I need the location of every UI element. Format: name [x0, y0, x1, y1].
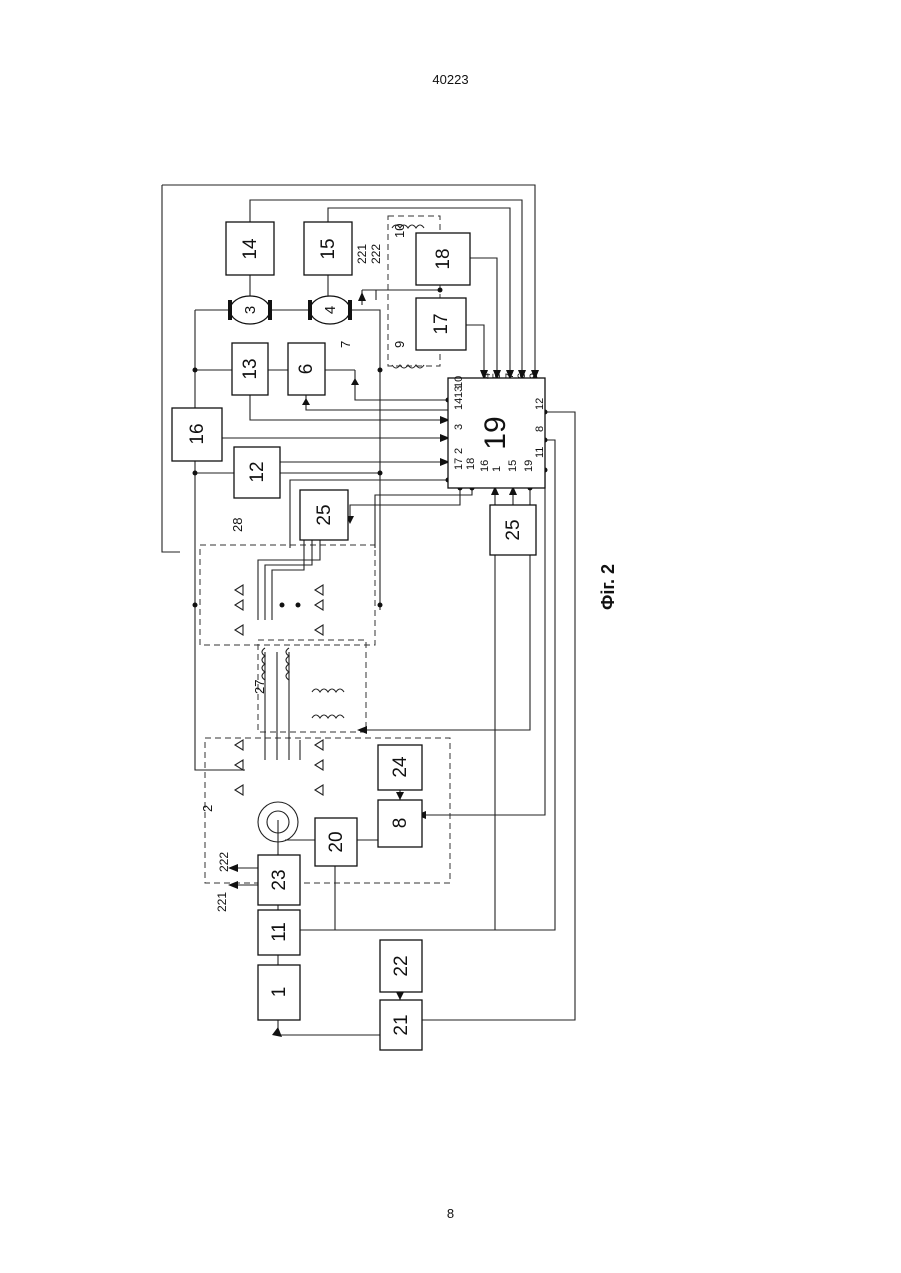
port-7: 7 — [504, 373, 516, 379]
block-19-label: 20 — [326, 831, 347, 852]
port-9: 9 — [528, 373, 540, 379]
machine-4-label: 4 — [322, 306, 339, 314]
callout-27: 27 — [252, 680, 267, 694]
group-27-boundary — [258, 640, 366, 732]
block-20: 21 — [380, 1000, 422, 1050]
block-19: 20 — [315, 818, 357, 866]
callout-10: 10 — [392, 224, 407, 238]
port-16: 16 — [479, 460, 491, 472]
block-20-label: 21 — [391, 1014, 412, 1035]
port-19: 19 — [523, 460, 535, 472]
block-23-label: 22 — [391, 955, 412, 976]
block-6-label: 6 — [296, 364, 317, 375]
block-16-label: 16 — [187, 423, 208, 444]
callout-9: 9 — [392, 341, 407, 348]
block-14: 14 — [226, 222, 274, 275]
block-25-lower: 25 — [490, 505, 536, 555]
block-12: 12 — [234, 447, 280, 498]
block-13: 13 — [232, 343, 268, 395]
block-1-label: 1 — [269, 987, 290, 998]
block-17: 17 — [416, 298, 466, 350]
block-22: 23 — [258, 855, 300, 905]
ports-21-top: 4 5 7 6 9 — [481, 373, 540, 379]
port-17: 17 — [453, 458, 465, 470]
block-21-label: 19 — [479, 416, 512, 449]
block-15: 15 — [304, 222, 352, 275]
rectifier-diodes — [235, 585, 323, 795]
port-3: 3 — [453, 424, 465, 430]
block-25-lower-label: 25 — [503, 519, 524, 540]
port-1: 1 — [491, 466, 503, 472]
block-17-label: 17 — [431, 313, 452, 334]
block-24: 24 — [378, 745, 422, 790]
machine-3-label: 3 — [242, 306, 259, 314]
port-15: 15 — [507, 460, 519, 472]
block-11: 11 — [258, 910, 300, 955]
block-6: 6 — [288, 343, 325, 395]
port-10: 10 — [453, 376, 465, 388]
block-11-label: 11 — [269, 922, 290, 942]
block-16: 16 — [172, 408, 222, 461]
signal-222-bottom: 222 — [217, 852, 231, 872]
block-25-upper-label: 25 — [314, 504, 335, 525]
block-15-label: 15 — [318, 238, 339, 259]
block-13-label: 13 — [240, 358, 261, 379]
block-1: 1 — [258, 965, 300, 1020]
signal-221-bottom: 221 — [215, 892, 229, 912]
signal-222-top: 222 — [369, 244, 383, 264]
machine-4: 4 — [308, 296, 352, 324]
block-23: 22 — [380, 940, 422, 992]
callout-7: 7 — [338, 341, 353, 348]
block-8: 8 — [378, 800, 422, 847]
block-24-label: 24 — [390, 756, 411, 778]
block-18: 18 — [416, 233, 470, 285]
port-5: 5 — [491, 373, 503, 379]
machine-3: 3 — [228, 296, 272, 324]
block-8-label: 8 — [390, 818, 411, 829]
block-18-label: 18 — [433, 248, 454, 269]
page-number: 8 — [0, 1206, 901, 1221]
figure-caption: Фіг. 2 — [598, 564, 619, 610]
block-22-label: 23 — [269, 869, 290, 890]
callout-2: 2 — [200, 805, 215, 812]
callout-28: 28 — [230, 518, 245, 532]
block-25-upper: 25 — [300, 490, 348, 540]
port-2: 2 — [453, 448, 465, 454]
block-12-label: 12 — [247, 461, 268, 482]
port-12: 12 — [534, 398, 546, 410]
block-14-label: 14 — [240, 238, 261, 260]
port-14: 14 — [453, 398, 465, 410]
port-18: 18 — [465, 458, 477, 470]
signal-221-top: 221 — [355, 244, 369, 264]
port-6: 6 — [516, 373, 528, 379]
port-11: 11 — [534, 447, 546, 458]
port-8: 8 — [534, 426, 546, 432]
